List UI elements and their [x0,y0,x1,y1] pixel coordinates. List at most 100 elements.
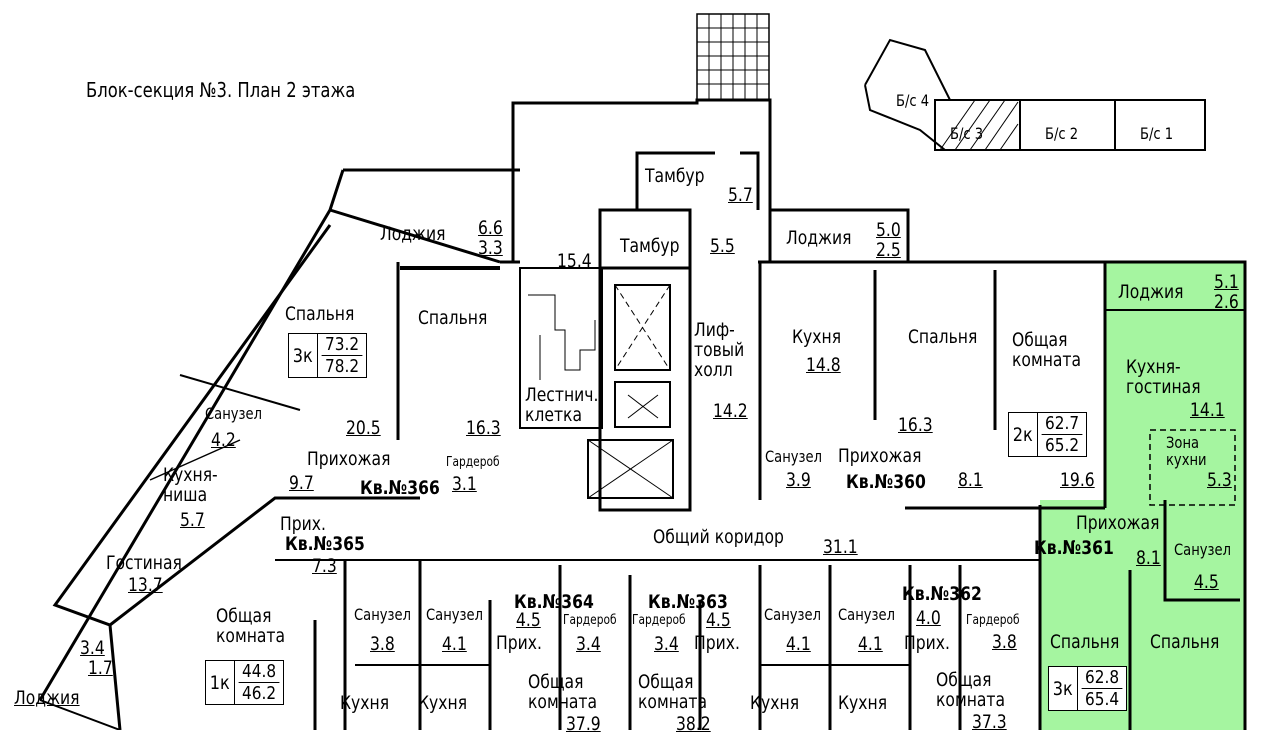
apt360-loggia-area-1: 5.0 [876,219,901,241]
apt360-bath-area: 3.9 [786,469,811,491]
apt361-loggia-label: Лоджия [1118,281,1184,303]
corridor-area: 31.1 [823,536,858,558]
apt361-bedroom1-label: Спальня [1050,631,1120,653]
apt360-bath-label: Санузел [765,447,822,466]
apt360-living-area: 19.6 [1060,469,1095,491]
apt361-hall-area: 8.1 [1136,547,1161,569]
apt364-wardrobe-area: 3.4 [576,633,601,655]
tambur-area: 5.5 [710,235,735,257]
apt364-hall-area: 4.5 [516,609,541,631]
apt366-bedroom2-area: 16.3 [466,417,501,439]
apt363-number: Кв.№363 [648,591,728,613]
apt366-bath-area: 4.2 [211,429,236,451]
apt364-living-label: Общая комната [528,671,598,713]
apt366-loggia2-area-1: 3.4 [80,637,105,659]
stair-label: Лестнич. клетка [525,384,599,426]
apt360-hall-label: Прихожая [838,445,922,467]
apt364-kitchen2-label: Кухня [418,692,468,714]
apt364-living-area: 37.9 [566,713,601,735]
apt366-living-label: Гостиная [106,552,182,574]
apt361-bath-label: Санузел [1174,540,1231,559]
apt364-kitchen1-label: Кухня [340,692,390,714]
apt365-number: Кв.№365 [285,533,365,555]
apt366-hall-label: Прихожая [307,448,391,470]
apt366-bath-label: Санузел [205,404,262,423]
key-plan [864,38,1206,151]
apt363-kitchen1-label: Кухня [750,692,800,714]
apt364-wardrobe-label: Гардероб [563,613,617,628]
lift-hall-label: Лиф- товый холл [694,319,745,381]
apt363-hall-area: 4.5 [706,609,731,631]
apt360-kitchen-label: Кухня [792,326,842,348]
stair-area: 15.4 [557,250,592,272]
apt362-number: Кв.№362 [902,583,982,605]
apt366-loggia2-label: Лоджия [14,687,80,709]
apt360-loggia-area-2: 2.5 [876,239,901,261]
apt364-hall-label: Прих. [496,632,542,654]
apt366-bedroom2-label: Спальня [418,307,488,329]
apt361-loggia-area-1: 5.1 [1214,271,1239,293]
apt-361-highlight [1040,262,1245,730]
tambur-top-area: 5.7 [728,184,753,206]
key-plan-section-2: Б/с 2 [1045,124,1079,143]
apt361-number: Кв.№361 [1034,537,1114,559]
corridor-label: Общий коридор [653,526,784,548]
apt361-area-total: 65.4 [1084,689,1119,710]
apt366-hall-area: 9.7 [289,472,314,494]
apt366-area-total: 78.2 [324,356,359,377]
apt361-kitchen-label: Кухня- гостиная [1126,356,1201,398]
apt361-rooms: 3к [1052,677,1073,700]
apt361-bedroom2-label: Спальня [1150,631,1220,653]
apt362-living-area: 37.3 [972,711,1007,733]
apt366-rooms: 3к [292,344,313,367]
apt361-kitchen-zone-area: 5.3 [1207,469,1232,491]
apt365-hall-area: 7.3 [312,555,337,577]
apt361-kitchen-zone-label: Зона кухни [1166,433,1207,469]
apt363-bath2-area: 4.1 [858,633,883,655]
key-plan-section-4: Б/с 4 [896,91,930,110]
apt360-bedroom-area: 16.3 [898,414,933,436]
apt365-living-label: Общая комната [216,605,286,647]
key-plan-section-1: Б/с 1 [1140,124,1174,143]
apt366-wardrobe-area: 3.1 [452,473,477,495]
apt366-kitchen-label: Кухня- ниша [163,464,218,506]
lift-hall-area: 14.2 [713,400,748,422]
apt366-bedroom1-area: 20.5 [346,417,381,439]
apt361-hall-label: Прихожая [1076,512,1160,534]
apt360-kitchen-area: 14.8 [806,354,841,376]
apt366-number: Кв.№366 [360,477,440,499]
apt360-bedroom-label: Спальня [908,326,978,348]
apt365-area-total: 46.2 [241,683,276,704]
tambur-top-label: Тамбур [645,165,705,187]
apt366-living-area: 13.7 [128,574,163,596]
apt360-number: Кв.№360 [846,471,926,493]
apt365-area-living: 44.8 [238,661,280,683]
apt365-rooms: 1к [209,671,230,694]
apt361-bath-area: 4.5 [1194,571,1219,593]
apt366-loggia-area-1: 6.6 [478,217,503,239]
apt360-loggia-label: Лоджия [786,227,852,249]
apt364-bath1-area: 3.8 [370,633,395,655]
apt362-hall-area: 4.0 [916,607,941,629]
apt360-area-total: 65.2 [1044,435,1079,456]
apt364-bath1-label: Санузел [354,605,411,624]
apt360-hall-area: 8.1 [958,469,983,491]
apt360-area-living: 62.7 [1041,413,1083,435]
apt363-living-label: Общая комната [638,671,708,713]
apt366-wardrobe-label: Гардероб [446,455,500,470]
apt364-bath2-area: 4.1 [442,633,467,655]
apt363-wardrobe-label: Гардероб [632,613,686,628]
apt362-wardrobe-label: Гардероб [966,613,1020,628]
apt363-living-area: 38.2 [676,713,711,735]
tambur-label: Тамбур [620,235,680,257]
apt366-area-living: 73.2 [321,334,363,356]
apt363-bath1-label: Санузел [764,605,821,624]
apt362-hall-label: Прих. [904,632,950,654]
apt360-living-label: Общая комната [1012,329,1082,371]
apt366-loggia-area-2: 3.3 [478,237,503,259]
apt362-living-label: Общая комната [936,669,1006,711]
apt361-loggia-area-2: 2.6 [1214,291,1239,313]
